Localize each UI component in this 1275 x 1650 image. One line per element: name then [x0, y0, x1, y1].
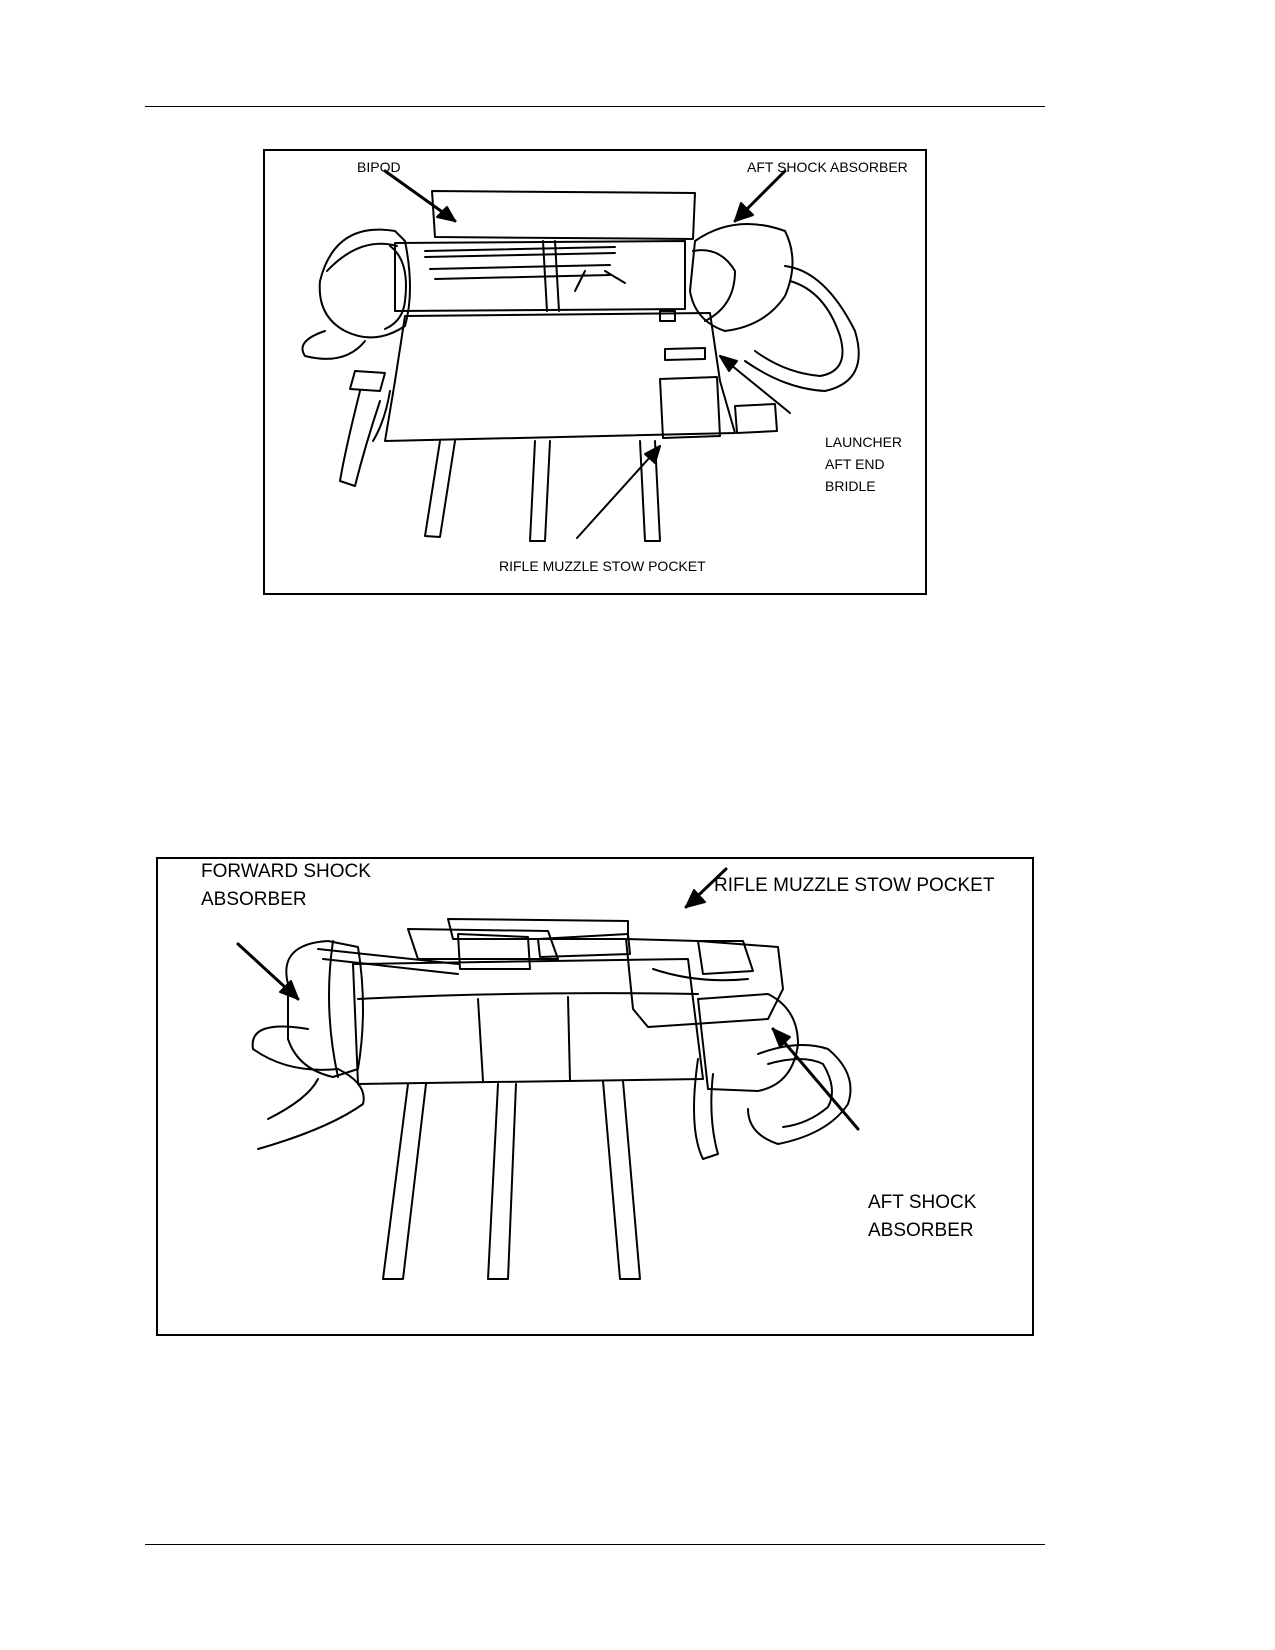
label-rifle-muzzle-stow-pocket: RIFLE MUZZLE STOW POCKET [499, 558, 706, 574]
footer-rule [145, 1544, 1045, 1545]
launcher-container-open-drawing [301, 169, 860, 542]
label-bipod: BIPOD [357, 159, 401, 175]
label-aft-shock-absorber: AFT SHOCK ABSORBER [868, 1189, 976, 1245]
label-aft-line-2: ABSORBER [868, 1220, 974, 1241]
figure-launcher-container-rolled: FORWARD SHOCK ABSORBER RIFLE MUZZLE STOW… [156, 857, 1034, 1336]
launcher-container-rolled-drawing [236, 867, 860, 1280]
label-launcher-aft-end-bridle: LAUNCHER AFT END BRIDLE [825, 431, 902, 497]
label-launcher-line-1: LAUNCHER [825, 434, 903, 450]
header-rule [145, 106, 1045, 107]
label-aft-shock-absorber: AFT SHOCK ABSORBER [747, 159, 908, 175]
label-rifle-muzzle-stow-pocket: RIFLE MUZZLE STOW POCKET [714, 875, 995, 896]
label-launcher-line-2: AFT END [825, 456, 885, 472]
label-aft-line-1: AFT SHOCK [868, 1192, 977, 1213]
figure-launcher-container-open: BIPOD AFT SHOCK ABSORBER LAUNCHER AFT EN… [263, 149, 927, 595]
label-launcher-line-3: BRIDLE [825, 478, 876, 494]
label-forward-shock-absorber: FORWARD SHOCK ABSORBER [201, 858, 371, 914]
label-forward-line-1: FORWARD SHOCK [201, 861, 371, 882]
label-forward-line-2: ABSORBER [201, 889, 307, 910]
